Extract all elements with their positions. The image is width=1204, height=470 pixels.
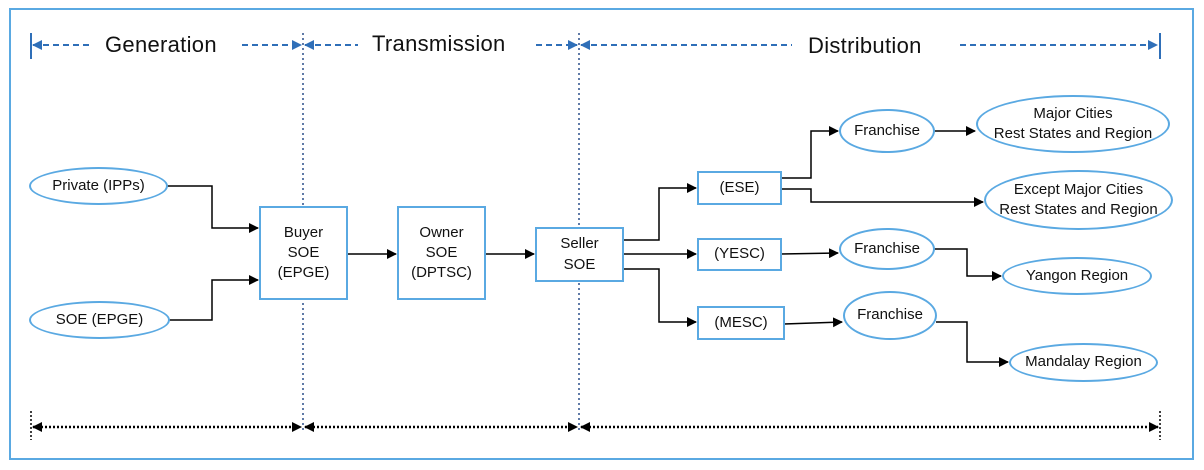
- major-cities-line-2: Rest States and Region: [993, 125, 1153, 142]
- yangon-region-label: Yangon Region: [1025, 266, 1129, 284]
- buyer-line-1: Buyer: [283, 223, 324, 241]
- node-soe-epge-label: SOE (EPGE): [55, 310, 144, 328]
- node-private-ipps: Private (IPPs): [29, 167, 168, 205]
- node-franchise-mesc: Franchise: [843, 291, 937, 340]
- buyer-line-2: SOE: [287, 243, 320, 261]
- node-franchise-ese: Franchise: [839, 109, 935, 153]
- owner-line-1: Owner: [419, 223, 464, 241]
- node-yesc-label: (YESC): [714, 245, 765, 263]
- header-generation: Generation: [105, 32, 217, 57]
- node-soe-epge: SOE (EPGE): [29, 301, 170, 339]
- mandalay-region-label: Mandalay Region: [1025, 353, 1142, 371]
- node-major-cities: Major Cities Rest States and Region: [976, 95, 1170, 153]
- bottom-ticks: [30, 411, 1161, 440]
- diagram-frame: [9, 8, 1194, 460]
- flow-connectors: [166, 126, 1009, 367]
- node-franchise-yesc: Franchise: [839, 228, 935, 270]
- seller-line-2: SOE: [563, 255, 596, 273]
- header-distribution: Distribution: [808, 33, 922, 58]
- node-yangon-region: Yangon Region: [1002, 257, 1152, 295]
- header-transmission: Transmission: [372, 31, 506, 56]
- node-ese: (ESE): [697, 171, 782, 205]
- node-private-ipps-label: Private (IPPs): [52, 176, 145, 194]
- section-dividers: [302, 33, 580, 430]
- node-yesc: (YESC): [697, 238, 782, 271]
- owner-line-3: (DPTSC): [411, 264, 472, 282]
- except-major-cities-line-1: Except Major Cities: [1013, 180, 1144, 198]
- major-cities-line-1: Major Cities: [1033, 104, 1113, 122]
- node-mesc: (MESC): [697, 306, 785, 340]
- node-mandalay-region: Mandalay Region: [1009, 343, 1158, 382]
- node-ese-label: (ESE): [719, 178, 760, 196]
- franchise-yesc-label: Franchise: [854, 239, 920, 257]
- node-seller-soe: Seller SOE: [535, 227, 624, 282]
- node-owner-soe: Owner SOE (DPTSC): [397, 206, 486, 300]
- except-major-cities-line-2: Rest States and Region: [999, 201, 1158, 218]
- node-mesc-label: (MESC): [714, 313, 768, 331]
- franchise-mesc-label: Franchise: [857, 306, 923, 324]
- buyer-line-3: (EPGE): [277, 264, 330, 282]
- franchise-ese-label: Franchise: [854, 121, 920, 139]
- node-except-major-cities: Except Major Cities Rest States and Regi…: [984, 170, 1173, 230]
- seller-line-1: Seller: [560, 235, 599, 253]
- node-buyer-soe: Buyer SOE (EPGE): [259, 206, 348, 300]
- top-section-ticks: [30, 33, 1161, 59]
- owner-line-2: SOE: [425, 243, 458, 261]
